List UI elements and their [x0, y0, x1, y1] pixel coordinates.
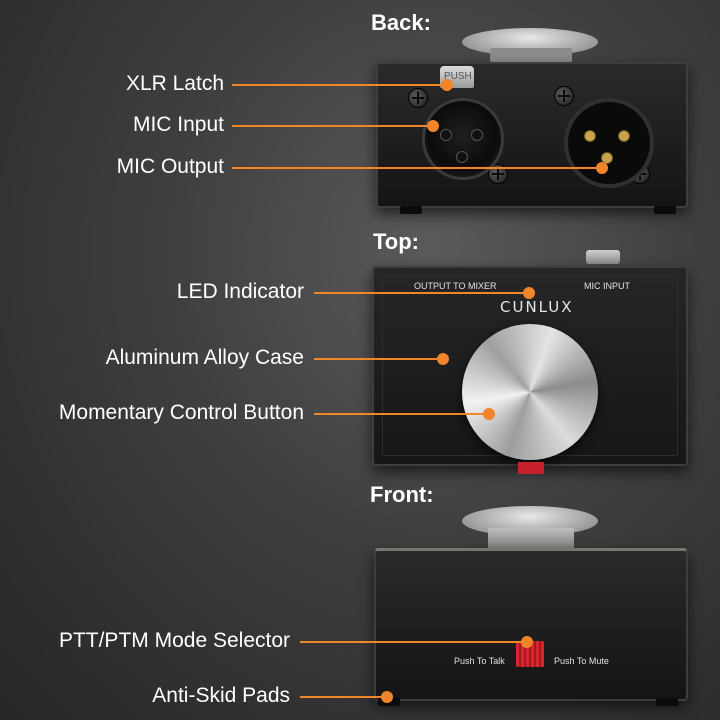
dot-led-indicator — [523, 287, 535, 299]
front-panel: Push To Talk Push To Mute — [374, 548, 688, 701]
top-panel: OUTPUT TO MIXER MIC INPUT CUNLUX — [372, 266, 688, 466]
screw-icon — [408, 88, 428, 108]
momentary-control-button[interactable] — [462, 324, 598, 460]
top-red-switch — [518, 462, 544, 474]
leader-led-indicator — [314, 292, 528, 294]
dot-momentary-button — [483, 408, 495, 420]
screw-icon — [488, 164, 508, 184]
leader-mic-input — [232, 125, 432, 127]
section-title-top: Top: — [373, 229, 420, 254]
leader-xlr-latch — [232, 84, 446, 86]
xlr-pin — [618, 130, 630, 142]
front-knob-base — [488, 528, 574, 550]
leader-mode-selector — [300, 641, 526, 643]
screw-icon — [554, 86, 574, 106]
leader-mic-output — [232, 167, 602, 169]
label-xlr-latch: XLR Latch — [125, 72, 224, 95]
leader-momentary-button — [314, 413, 488, 415]
xlr-pin — [440, 129, 452, 141]
brand-logo: CUNLUX — [500, 298, 574, 316]
anti-skid-pad — [400, 206, 422, 214]
label-mode-selector: PTT/PTM Mode Selector — [58, 629, 290, 652]
dot-mic-output — [596, 162, 608, 174]
section-title-front: Front: — [370, 482, 434, 507]
xlr-male-output — [564, 98, 654, 188]
label-led-indicator: LED Indicator — [176, 280, 304, 303]
dot-aluminum-case — [437, 353, 449, 365]
leader-aluminum-case — [314, 358, 442, 360]
dot-mic-input — [427, 120, 439, 132]
print-output-to-mixer: OUTPUT TO MIXER — [414, 281, 497, 291]
anti-skid-pad — [656, 698, 678, 706]
print-push-to-talk: Push To Talk — [454, 656, 505, 666]
section-title-back: Back: — [371, 10, 431, 35]
label-mic-input: MIC Input — [132, 113, 224, 136]
push-tag: PUSH — [444, 71, 472, 82]
label-momentary-button: Momentary Control Button — [58, 401, 304, 424]
xlr-female-input — [422, 98, 504, 180]
anti-skid-pad — [654, 206, 676, 214]
label-mic-output: MIC Output — [116, 155, 224, 178]
print-push-to-mute: Push To Mute — [554, 656, 609, 666]
label-anti-skid: Anti-Skid Pads — [152, 684, 290, 707]
back-panel: PUSH — [376, 62, 688, 208]
xlr-pin — [601, 152, 613, 164]
back-knob-base — [490, 48, 572, 62]
xlr-pin — [456, 151, 468, 163]
dot-xlr-latch — [441, 79, 453, 91]
top-xlr-latch — [586, 250, 620, 264]
leader-anti-skid — [300, 696, 386, 698]
xlr-pin — [471, 129, 483, 141]
dot-mode-selector — [521, 636, 533, 648]
label-aluminum-case: Aluminum Alloy Case — [105, 346, 304, 369]
dot-anti-skid — [381, 691, 393, 703]
print-mic-input: MIC INPUT — [584, 281, 630, 291]
xlr-pin — [584, 130, 596, 142]
